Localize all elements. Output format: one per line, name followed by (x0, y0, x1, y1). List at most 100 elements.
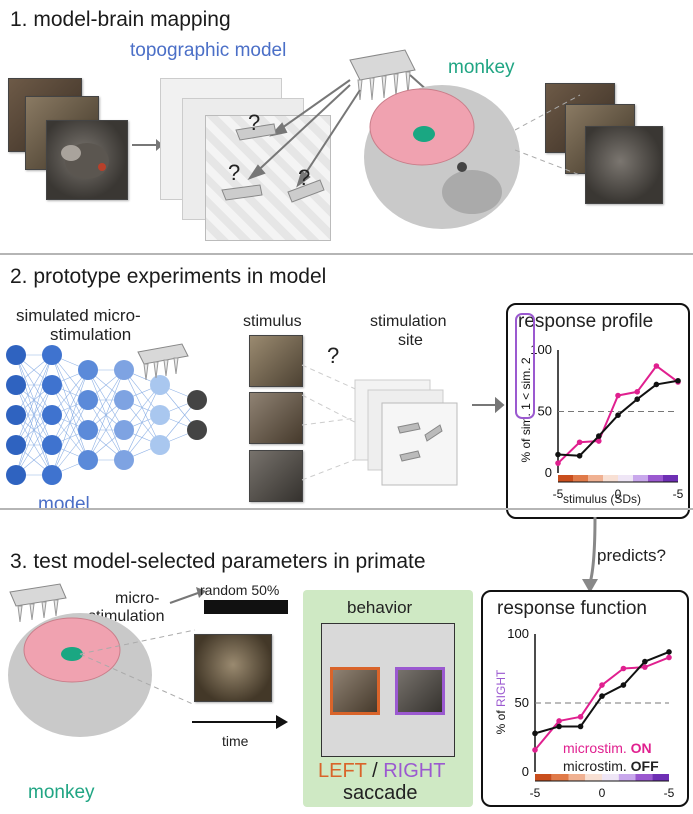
stimulation-site-label-line1: stimulation (370, 313, 447, 330)
x-tick-label: 0 (615, 487, 622, 501)
data-point (599, 693, 605, 699)
site-probe-icon (397, 422, 443, 462)
electrode-array-icon (137, 343, 189, 381)
simulated-microstim-label-line1: simulated micro- (16, 306, 141, 325)
data-point (576, 439, 583, 446)
topographic-model-label: topographic model (130, 40, 287, 61)
y-tick-label: 100 (507, 626, 529, 641)
data-point (634, 389, 640, 395)
behavior-screen (321, 623, 455, 757)
nn-node (114, 420, 134, 440)
dashed-connectors-1 (515, 94, 581, 176)
nn-node (42, 405, 62, 425)
legend-on-word: ON (630, 740, 652, 756)
slash: / (366, 760, 384, 782)
x-tick-label: -5 (553, 487, 564, 501)
stimulus-color-bar-segment (588, 475, 603, 482)
data-point (620, 682, 627, 688)
data-point (615, 412, 621, 418)
nn-node (78, 450, 98, 470)
monkey-label-1: monkey (448, 57, 515, 78)
stimulus-color-bar-segment (585, 774, 602, 781)
nn-node (187, 420, 207, 440)
nn-node (6, 405, 26, 425)
nn-edge (51, 369, 89, 476)
section-3-title: 3. test model-selected parameters in pri… (10, 550, 426, 573)
question-mark-2: ? (228, 160, 241, 185)
nn-edge (87, 399, 125, 461)
y-tick-label: 0 (545, 465, 552, 480)
nn-node (6, 435, 26, 455)
y-axis-label-highlight: sim. 1 < sim. 2 (519, 357, 533, 435)
response-function-title: response function (497, 598, 647, 619)
microstim-label-line1: micro- (115, 590, 160, 607)
predicts-label: predicts? (597, 546, 666, 565)
nn-edge (87, 369, 125, 461)
nn-node (150, 435, 170, 455)
x-tick-label: -5 (530, 786, 541, 800)
nn-node (114, 390, 134, 410)
nn-node (42, 435, 62, 455)
stimulus-color-bar-segment (603, 475, 618, 482)
random-label: random 50% (200, 582, 280, 598)
saccade-label: saccade (343, 782, 418, 804)
data-point (555, 460, 561, 466)
data-point (532, 747, 538, 753)
monkey-label-3: monkey (28, 782, 95, 803)
stimulus-color-bar-segment (633, 475, 648, 482)
x-tick-label: 0 (599, 786, 606, 800)
series-line (534, 656, 670, 751)
time-label: time (222, 733, 249, 749)
data-point (666, 649, 672, 655)
left-right-label: LEFT / RIGHT (318, 760, 445, 783)
nn-edge (87, 369, 125, 431)
simulated-microstim-label-line2: stimulation (50, 325, 132, 344)
predicts-arrow (582, 516, 598, 593)
data-point (599, 682, 605, 688)
question-mark-3: ? (298, 165, 311, 190)
nn-edge (15, 414, 53, 476)
stimulus-color-bar-segment (648, 475, 663, 482)
left-choice-target (330, 667, 380, 715)
electrode-array-icon (9, 583, 67, 623)
monkey-head-1 (364, 85, 520, 229)
nn-node (114, 360, 134, 380)
probe-arrows (221, 49, 430, 203)
nn-node (42, 375, 62, 395)
data-point (577, 723, 584, 730)
stimulus-color-bar-segment (568, 774, 586, 781)
stimulus-color-bar-segment (618, 774, 636, 781)
nn-edge (15, 384, 53, 476)
data-point (596, 433, 602, 439)
stimulation-site-spot (413, 126, 435, 142)
data-point (556, 723, 562, 730)
stimulus-color-bar-segment (652, 774, 669, 781)
nn-node (42, 345, 62, 365)
nn-node (78, 420, 98, 440)
nn-edge (15, 354, 53, 476)
y-axis-label-prefix: % of (494, 707, 508, 734)
stimulus-color-bar-segment (663, 475, 678, 482)
nn-edge (51, 399, 89, 476)
y-axis-label: % of sim. 1 < sim. 2 (515, 313, 535, 463)
neural-network-diagram (6, 343, 207, 485)
y-axis-label-prefix: % of (519, 435, 533, 462)
right-choice-target (395, 667, 445, 715)
data-point (556, 718, 562, 724)
model-probe-3-icon (287, 179, 325, 203)
stimulus-image-primate (194, 634, 272, 702)
monkey-head-3 (8, 583, 196, 737)
microstim-timing-bar (204, 600, 288, 614)
response-profile-title: response profile (518, 311, 654, 332)
stimulus-color-bar-segment (551, 774, 569, 781)
x-tick-label: -5 (664, 786, 675, 800)
x-tick-label: -5 (673, 487, 684, 501)
nn-edge (51, 369, 89, 446)
time-arrow (192, 715, 288, 729)
y-tick-label: 100 (530, 342, 552, 357)
nn-node (6, 345, 26, 365)
nn-node (150, 405, 170, 425)
